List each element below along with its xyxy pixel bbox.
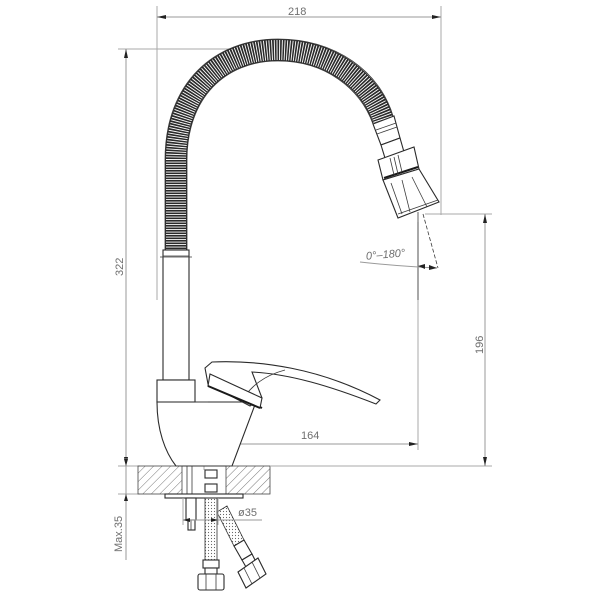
label-spout-reach: 164 (301, 430, 320, 442)
dimension-height-196 (282, 213, 492, 467)
supply-hoses (197, 469, 267, 591)
body-collar (156, 379, 196, 403)
dimension-width-218 (156, 6, 442, 300)
dimension-swivel-angle (359, 212, 439, 300)
label-spout-outlet-height: 196 (474, 335, 486, 354)
label-max-deck-thickness: Max.35 (113, 515, 125, 552)
label-mounting-hole-diameter: ø35 (238, 507, 257, 519)
spray-head (372, 115, 440, 219)
dimension-max-deck (118, 458, 140, 560)
dimension-hole-diameter (182, 498, 262, 525)
lever-handle (204, 361, 381, 409)
label-overall-height: 322 (114, 257, 126, 276)
deck-countertop (137, 465, 290, 499)
label-overall-width: 218 (288, 6, 307, 18)
spout-tube (160, 249, 192, 381)
faucet-body (156, 379, 257, 467)
mounting-stud (185, 497, 197, 531)
flexible-hose (164, 38, 394, 250)
